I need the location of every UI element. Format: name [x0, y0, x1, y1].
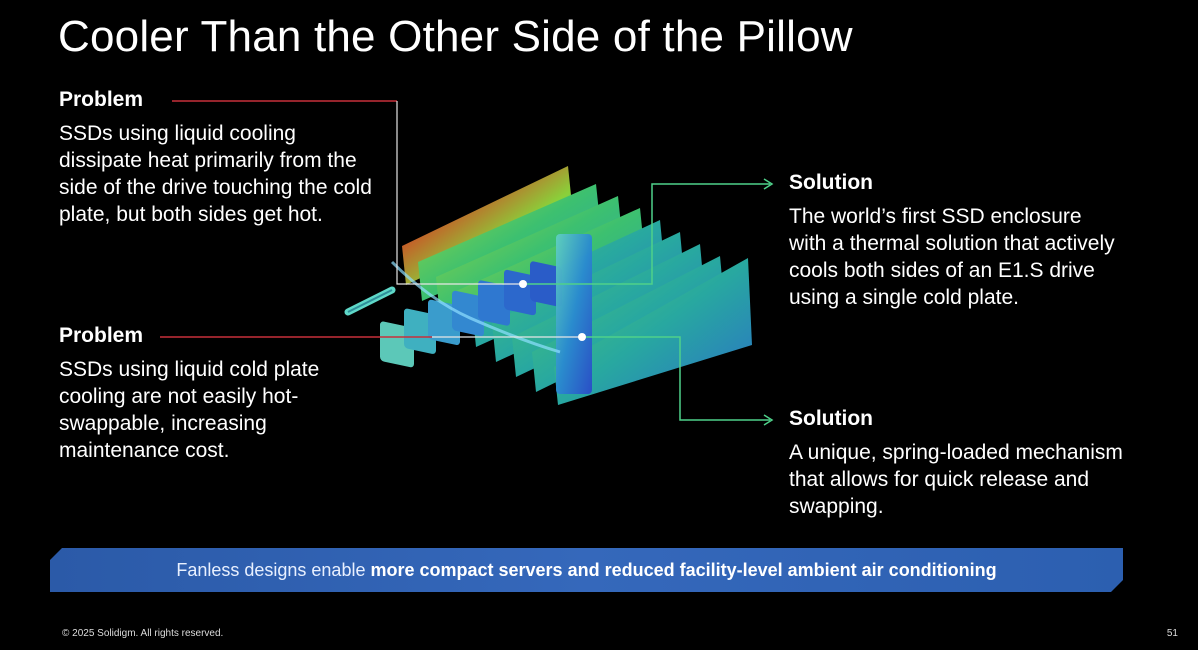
problem-heading: Problem [59, 324, 144, 347]
cold-plate-manifold [380, 234, 592, 394]
callout-dot [578, 333, 586, 341]
bottom-banner: Fanless designs enable more compact serv… [50, 548, 1123, 592]
slide-title: Cooler Than the Other Side of the Pillow [58, 12, 853, 61]
problem-block-2: Problem SSDs using liquid cold plate coo… [59, 324, 379, 464]
problem-heading: Problem [59, 88, 144, 111]
page-number: 51 [1166, 628, 1178, 639]
callout-lines [160, 100, 774, 426]
problem-text: SSDs using liquid cooling dissipate heat… [59, 122, 372, 226]
problem-text: SSDs using liquid cold plate cooling are… [59, 358, 320, 462]
callout-dot [519, 280, 527, 288]
banner-text-prefix: Fanless designs enable [176, 559, 371, 580]
banner-shape [50, 548, 1123, 592]
arrow-head-icon [763, 414, 774, 426]
solution-connector-line [523, 183, 770, 285]
solution-text: A unique, spring-loaded mechanism that a… [789, 441, 1123, 518]
solution-block-2: Solution A unique, spring-loaded mechani… [789, 407, 1134, 520]
solution-block-1: Solution The world’s first SSD enclosure… [789, 171, 1119, 311]
solution-heading: Solution [789, 407, 873, 430]
banner-text-emphasis: more compact servers and reduced facilit… [370, 559, 997, 580]
problem-block-1: Problem SSDs using liquid cooling dissip… [59, 88, 379, 228]
solution-text: The world’s first SSD enclosure with a t… [789, 205, 1115, 309]
copyright-notice: © 2025 Solidigm. All rights reserved. [62, 628, 224, 639]
arrow-head-icon [763, 178, 774, 190]
problem-connector-line [396, 101, 523, 285]
solution-heading: Solution [789, 171, 873, 194]
solution-connector-line [582, 336, 770, 421]
ssd-heatsink-illustration [344, 166, 752, 405]
